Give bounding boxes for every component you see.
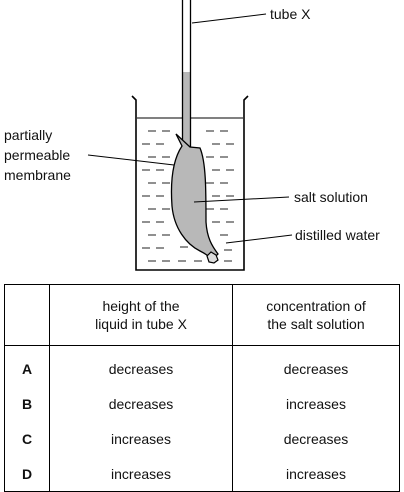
option-letter: A: [4, 345, 50, 386]
tube-x-label: tube X: [270, 6, 311, 22]
membrane-label-line-3: membrane: [4, 167, 71, 183]
letter-column-header: [4, 284, 50, 346]
tube-x-liquid: [183, 72, 190, 147]
table-row-a[interactable]: A decreases decreases: [4, 345, 400, 386]
concentration-cell: increases: [232, 386, 400, 421]
membrane-bag-salt-solution: [170, 133, 219, 262]
membrane-label-line-1: partially: [4, 127, 53, 143]
membrane-tie: [206, 251, 219, 264]
leader-lines: [87, 13, 293, 244]
height-cell: decreases: [49, 386, 233, 421]
distilled-water-label: distilled water: [295, 227, 380, 243]
concentration-cell: decreases: [232, 421, 400, 456]
height-cell: increases: [49, 421, 233, 456]
table-row-b[interactable]: B decreases increases: [4, 386, 400, 421]
distilled-water-dashes: [142, 130, 234, 262]
option-letter: C: [4, 421, 50, 456]
beaker: [131, 95, 249, 271]
membrane-label-line-2: permeable: [4, 147, 71, 163]
table-row-c[interactable]: C increases decreases: [4, 421, 400, 456]
height-cell: decreases: [49, 345, 233, 386]
option-letter: B: [4, 386, 50, 421]
concentration-cell: decreases: [232, 345, 400, 386]
salt-solution-label: salt solution: [294, 189, 368, 205]
osmosis-apparatus-diagram: [87, 0, 293, 271]
